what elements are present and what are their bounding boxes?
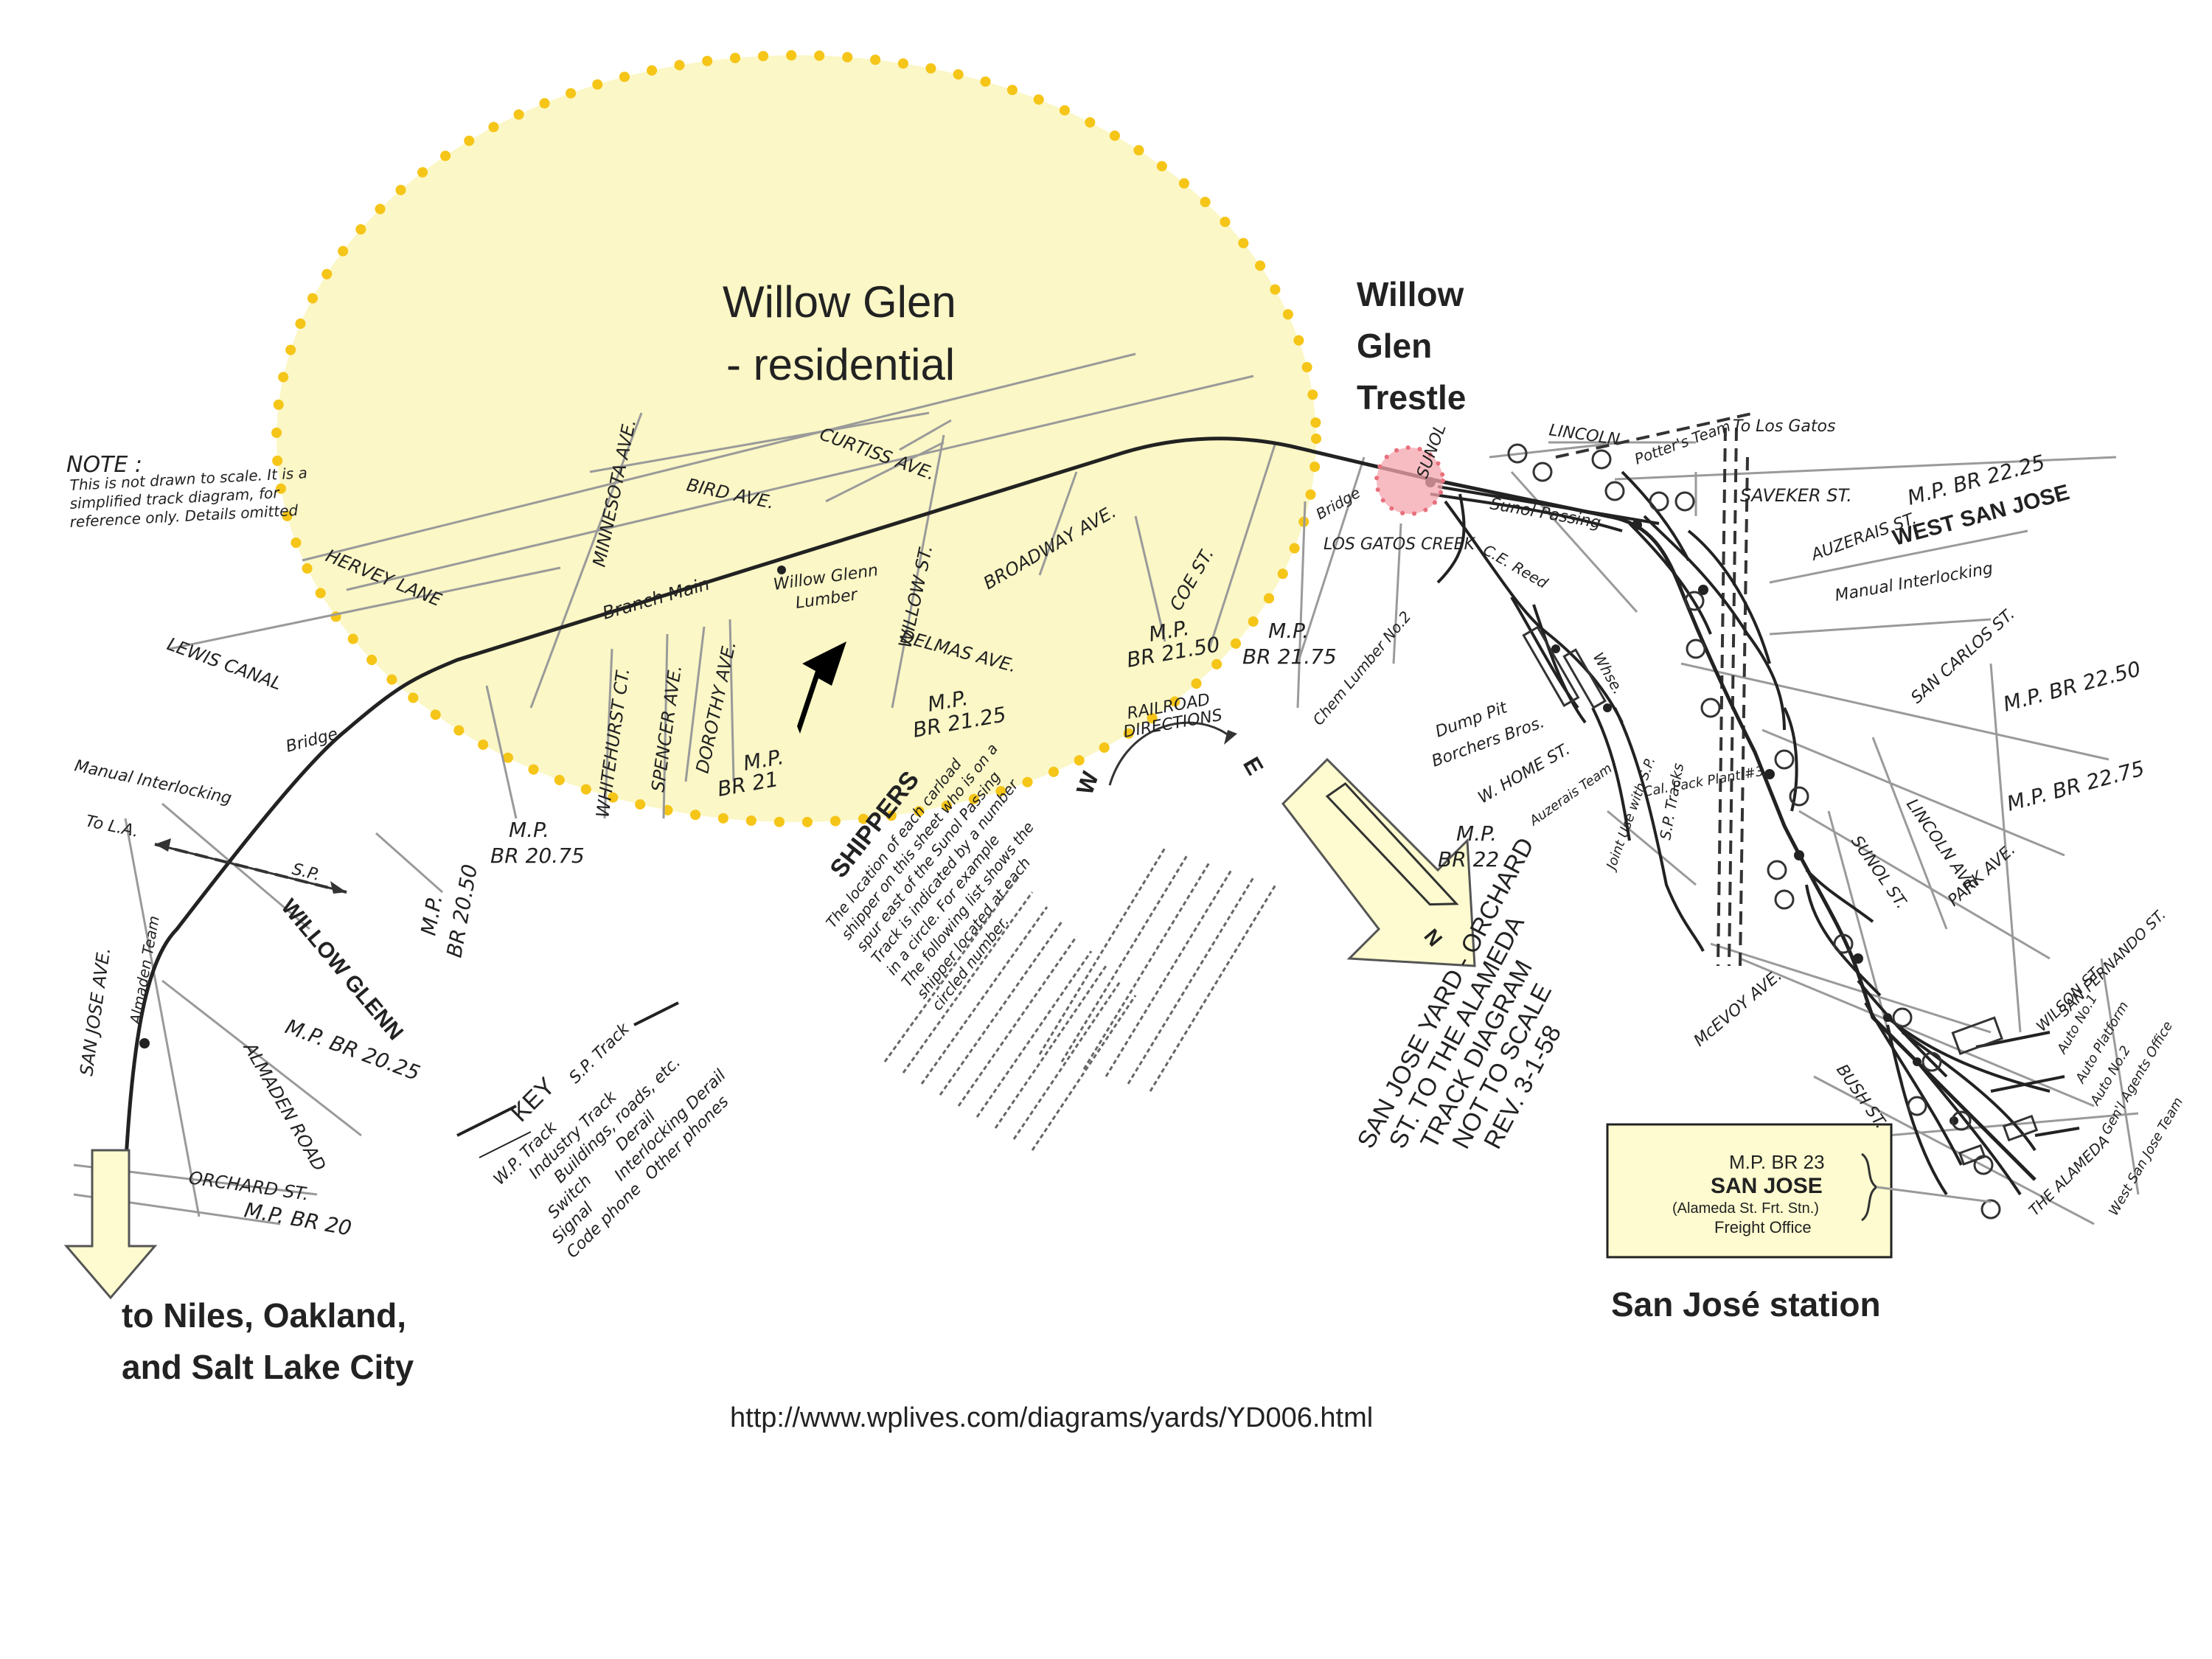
mp-freight-office: Freight Office xyxy=(1714,1218,1812,1237)
shipper-list-fineprint xyxy=(883,847,1277,1151)
mp-22-a: M.P. xyxy=(1456,821,1497,846)
south-arrow xyxy=(63,1149,158,1300)
black-pointer-arrow xyxy=(797,641,846,734)
freight-leader-line xyxy=(1876,1186,1992,1203)
mp-20: M.P. BR 20 xyxy=(243,1197,354,1240)
yard-tracks xyxy=(1430,470,2080,1196)
street-mcevoy: McEVOY AVE. xyxy=(1691,967,1786,1051)
track-to-la: To L.A. xyxy=(84,812,140,841)
shippers-block: SHIPPERS The location of each carload sh… xyxy=(822,740,1037,1014)
mp-20-50-a: M.P. xyxy=(416,893,447,937)
mp-21-75-b: BR 21.75 xyxy=(1242,644,1337,669)
legend-key-lines xyxy=(456,1001,679,1158)
sp-direction-line xyxy=(154,843,347,894)
railroad-direction-arc xyxy=(1108,721,1232,786)
direction-w: W xyxy=(1071,768,1104,798)
to-la-arrowhead xyxy=(155,838,171,852)
trestle-label-2: Glen xyxy=(1357,327,1432,365)
track-bridge: Bridge xyxy=(284,725,340,757)
mp-22-50: M.P. BR 22.50 xyxy=(2000,656,2143,716)
street-almaden: ALMADEN ROAD xyxy=(239,1037,330,1175)
mp-22-b: BR 22 xyxy=(1438,847,1499,872)
willow-glen-title: Willow Glen xyxy=(723,277,956,327)
track-whse: Whse. xyxy=(1590,650,1628,698)
track-los-gatos-creek: LOS GATOS CREEK xyxy=(1324,535,1476,554)
southeast-arrow xyxy=(1281,757,1476,967)
willow-glen-subtitle: - residential xyxy=(726,340,955,389)
mp-san-jose: SAN JOSE xyxy=(1711,1174,1823,1198)
street-bush: BUSH ST. xyxy=(1832,1061,1890,1133)
direction-e: E xyxy=(1238,753,1269,779)
trestle-label-1: Willow xyxy=(1357,275,1464,313)
mp-20-75-b: BR 20.75 xyxy=(490,844,585,868)
mp-22-75: M.P. BR 22.75 xyxy=(2004,756,2147,815)
street-alameda: THE ALAMEDA xyxy=(2025,1132,2113,1220)
sp-arrowhead xyxy=(330,881,347,894)
north-compass xyxy=(1325,782,1459,906)
track-bridge-2: Bridge xyxy=(1313,484,1363,523)
key-title: KEY xyxy=(505,1072,560,1127)
trestle-label-3: Trestle xyxy=(1357,378,1466,417)
track-sp-tracks: S.P. Tracks xyxy=(1656,762,1687,841)
mp-20-50-b: BR 20.50 xyxy=(442,863,482,960)
niles-label-2: and Salt Lake City xyxy=(122,1348,414,1386)
station-label: San José station xyxy=(1611,1285,1881,1324)
track-sp: S.P. xyxy=(291,860,322,885)
mp-23: M.P. BR 23 xyxy=(1729,1151,1825,1173)
key-sp-track: S.P. Track xyxy=(566,1019,633,1087)
track-to-los-gatos: To Los Gatos xyxy=(1733,417,1835,436)
source-url[interactable]: http://www.wplives.com/diagrams/yards/YD… xyxy=(730,1402,1373,1433)
mp-alameda-frt: (Alameda St. Frt. Stn.) xyxy=(1672,1200,1819,1217)
mp-20-75-a: M.P. xyxy=(509,818,549,842)
street-lincoln-top: LINCOLN xyxy=(1548,421,1621,449)
legend-key: KEY W.P. Track S.P. Track Industry Track… xyxy=(490,1019,733,1262)
trestle-highlight xyxy=(1374,445,1445,516)
shipper-circles xyxy=(1507,443,2001,1220)
track-sunol-passing: Sunol Passing xyxy=(1489,495,1602,532)
street-sunol: SUNOL ST. xyxy=(1847,832,1910,912)
street-lewis: LEWIS CANAL xyxy=(164,633,285,694)
direction-arrowhead-e xyxy=(1224,730,1237,745)
wp-main-track xyxy=(123,437,2037,1181)
street-san-jose-ave: SAN JOSE AVE. xyxy=(76,946,114,1077)
switch-markers xyxy=(139,477,1958,1125)
san-jose-freight-box xyxy=(1606,1123,1893,1259)
mp-21-75-a: M.P. xyxy=(1268,619,1309,643)
note-title: NOTE : xyxy=(66,452,142,478)
track-cal-pack: Cal. Pack Plant #3 xyxy=(1642,763,1765,799)
yard-buildings xyxy=(1522,625,2039,1166)
track-almaden-team: Almaden Team xyxy=(126,914,163,1027)
track-manual-interlocking-2: Manual Interlocking xyxy=(1834,560,1994,605)
track-manual-interlocking: Manual Interlocking xyxy=(73,757,233,808)
niles-label-1: to Niles, Oakland, xyxy=(122,1296,406,1335)
street-saveker: SAVEKER ST. xyxy=(1740,485,1852,506)
